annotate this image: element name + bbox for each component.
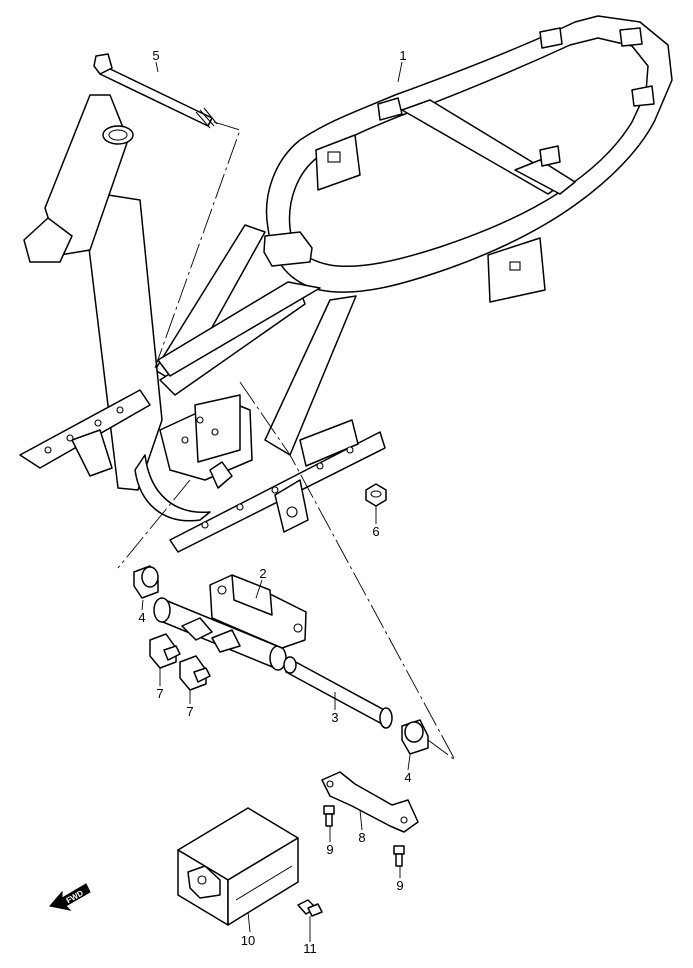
frame-main-tube-right — [264, 295, 357, 456]
callout-4-right: 4 — [404, 770, 411, 785]
frame-engine-mount-left — [71, 429, 113, 477]
callout-6: 6 — [372, 524, 379, 539]
callout-8: 8 — [358, 830, 365, 845]
engine-mount-arm-2 — [153, 574, 307, 671]
frame-steering-bore — [108, 129, 128, 141]
bolt-5 — [93, 53, 218, 129]
callout-9-b: 9 — [396, 878, 403, 893]
frame-lower-link — [157, 281, 321, 377]
frame-body — [19, 15, 673, 553]
frame-steering-head — [102, 125, 134, 145]
callout-9-a: 9 — [326, 842, 333, 857]
callout-1: 1 — [399, 48, 406, 63]
callout-labels: 1 5 2 4 4 3 7 7 6 8 9 9 10 11 — [138, 48, 411, 956]
frame-tab-c — [631, 85, 655, 107]
screw-11 — [297, 899, 323, 917]
frame-step-bracket — [299, 419, 359, 467]
bracket-8 — [321, 771, 419, 833]
frame-center-block — [194, 394, 241, 463]
arm-tube-end-left — [153, 597, 171, 623]
callout-10: 10 — [241, 933, 255, 948]
cushion-7-b — [179, 655, 211, 691]
frame-tab-b — [619, 27, 643, 47]
callout-5: 5 — [152, 48, 159, 63]
callout-11: 11 — [303, 941, 317, 956]
frame-crossmember-2 — [514, 159, 576, 195]
arm-tab-b — [211, 629, 241, 653]
arm-tab-a — [181, 617, 213, 641]
bushing-4-left — [133, 565, 159, 599]
frame-tab-a — [539, 27, 563, 49]
leader-lines — [117, 61, 456, 942]
cushion-7-a — [149, 633, 181, 669]
frame-tab-e — [539, 145, 561, 167]
nut-6 — [365, 483, 387, 507]
frame-mid-slot — [327, 151, 341, 163]
bolt-9-a — [323, 805, 335, 827]
frame-head-bracket — [23, 217, 73, 263]
frame-engine-mount-right — [274, 479, 309, 533]
arm-crossbar — [231, 574, 273, 616]
frame-hook — [209, 461, 233, 489]
shaft-3 — [283, 656, 393, 729]
cover-side — [227, 837, 299, 926]
frame-tab-d — [377, 97, 403, 121]
bushing-4-right — [401, 719, 429, 755]
callout-7-b: 7 — [186, 704, 193, 719]
callout-2: 2 — [259, 566, 266, 581]
cover-10 — [177, 807, 299, 926]
forward-arrow-icon: FWD — [49, 883, 91, 911]
callout-3: 3 — [331, 710, 338, 725]
frame-front-curve — [134, 454, 211, 522]
callout-7-a: 7 — [156, 686, 163, 701]
callout-4-left: 4 — [138, 610, 145, 625]
frame-mount-hole — [286, 506, 298, 518]
frame-bracket-slot — [509, 261, 521, 271]
frame-seat-tab — [263, 231, 313, 267]
bolt-head — [93, 53, 113, 75]
bolt-9-b — [393, 845, 405, 867]
